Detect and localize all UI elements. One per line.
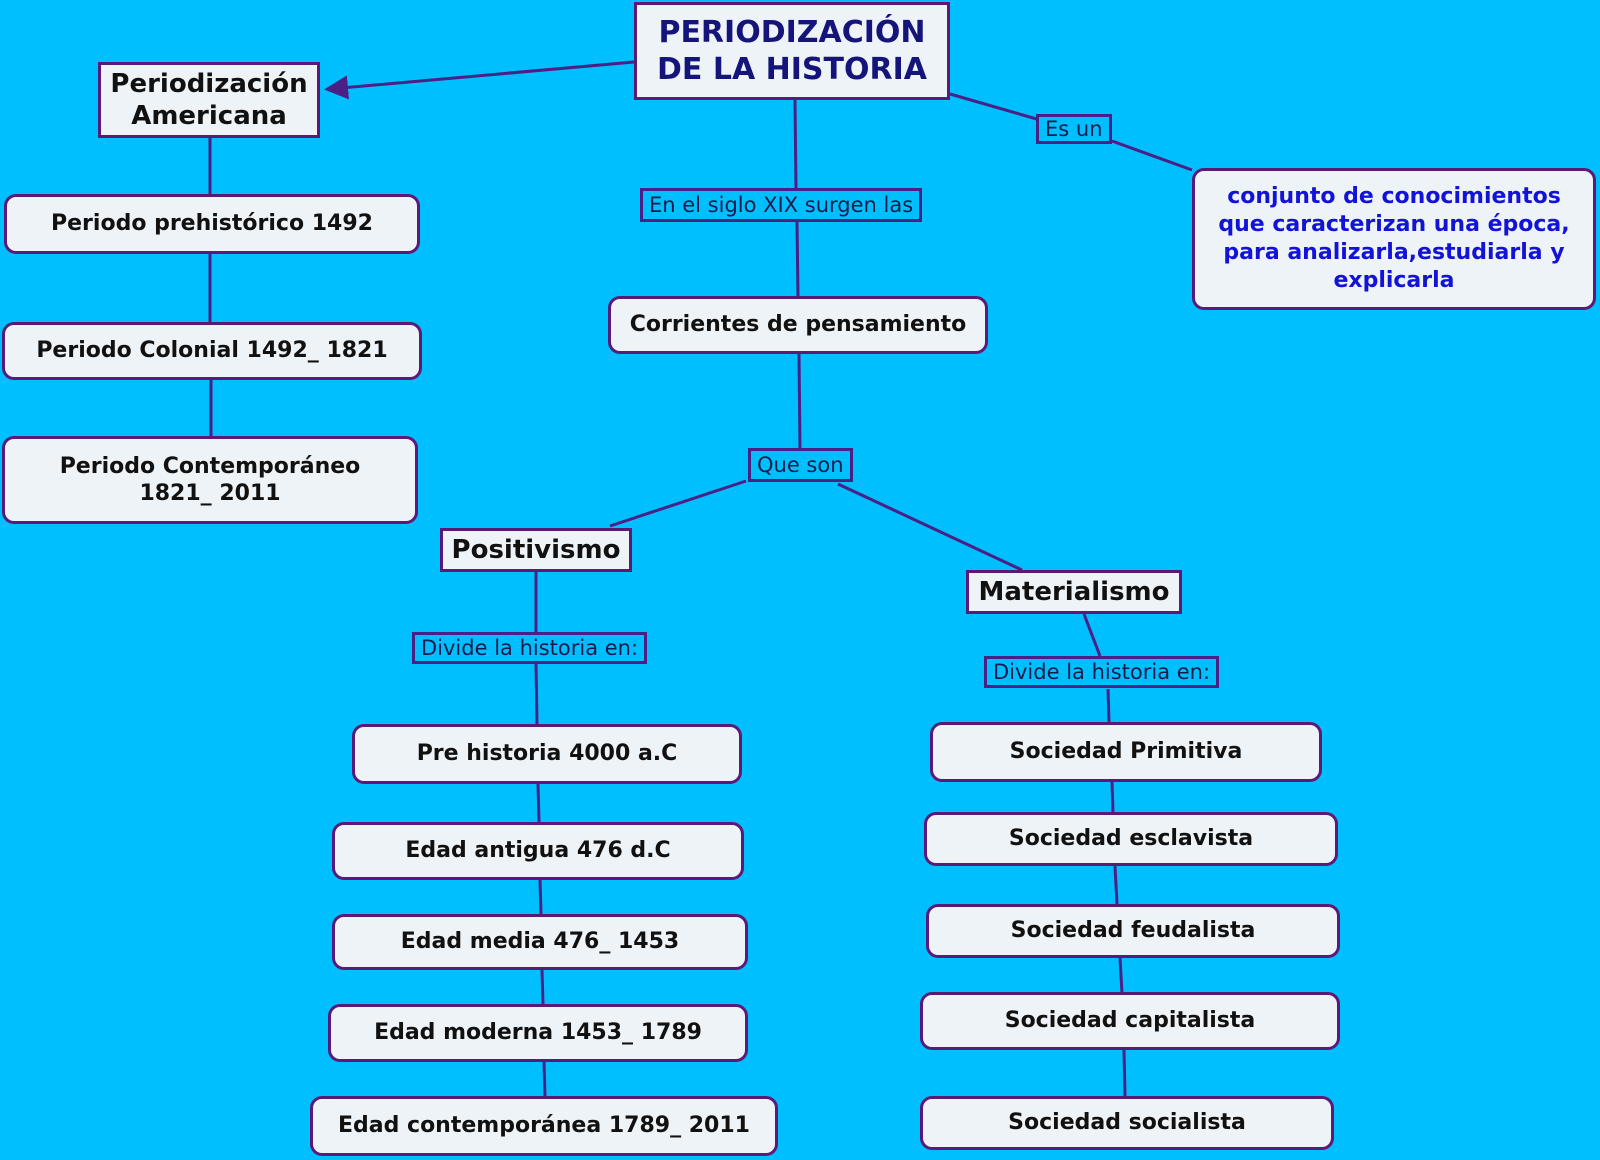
connector-mat-3 — [1118, 957, 1124, 994]
connector-pos-3 — [540, 969, 545, 1006]
title-node: PERIODIZACIÓN DE LA HISTORIA — [634, 2, 950, 100]
positivismo-item-text: Edad media 476_ 1453 — [400, 929, 680, 955]
connector-corrientes-queson — [797, 353, 802, 450]
connector-eslink-definition — [1111, 139, 1193, 172]
materialismo-head-text: Materialismo — [978, 576, 1170, 607]
materialismo-item-node: Sociedad Primitiva — [930, 722, 1322, 782]
materialismo-item-node: Sociedad socialista — [920, 1096, 1334, 1150]
materialismo-item-text: Sociedad Primitiva — [1009, 739, 1243, 765]
definition-text: conjunto de conocimientos que caracteriz… — [1218, 184, 1570, 293]
connector-pos-4 — [542, 1060, 547, 1098]
americana-head-text: Periodización Americana — [110, 68, 308, 132]
definition-node: conjunto de conocimientos que caracteriz… — [1192, 168, 1596, 310]
materialismo-item-text: Sociedad socialista — [1008, 1110, 1246, 1136]
connector-pos-link-item — [534, 662, 539, 725]
americana-head-node: Periodización Americana — [98, 62, 320, 138]
materialismo-item-text: Sociedad esclavista — [1008, 826, 1254, 852]
positivismo-item-text: Pre historia 4000 a.C — [416, 741, 678, 767]
title-text: PERIODIZACIÓN DE LA HISTORIA — [657, 14, 927, 88]
connector-mat-4 — [1122, 1049, 1127, 1097]
connector-pos-1 — [536, 783, 541, 823]
link-label-divide-positivismo: Divide la historia en: — [412, 632, 648, 664]
connector-mat-1 — [1110, 781, 1115, 814]
positivismo-item-text: Edad antigua 476 d.C — [405, 838, 671, 864]
connector-pos-2 — [538, 878, 543, 915]
connector-title-americana — [324, 60, 635, 100]
connector-link1-corrientes — [795, 221, 800, 297]
corrientes-node: Corrientes de pensamiento — [608, 296, 988, 354]
materialismo-head-node: Materialismo — [966, 570, 1182, 614]
americana-item-node: Periodo Colonial 1492_ 1821 — [2, 322, 422, 380]
materialismo-item-text: Sociedad capitalista — [1004, 1008, 1256, 1034]
positivismo-head-text: Positivismo — [451, 534, 621, 565]
materialismo-item-text: Sociedad feudalista — [1010, 918, 1256, 944]
link-label-es-un: Es un — [1036, 114, 1112, 144]
connector-title-link1 — [793, 99, 798, 189]
materialismo-item-node: Sociedad capitalista — [920, 992, 1340, 1050]
materialismo-item-node: Sociedad feudalista — [926, 904, 1340, 958]
americana-item-node: Periodo prehistórico 1492 — [4, 194, 420, 254]
positivismo-item-node: Pre historia 4000 a.C — [352, 724, 742, 784]
connector-queson-positivismo — [609, 479, 747, 528]
americana-item-text: Periodo prehistórico 1492 — [51, 211, 373, 237]
positivismo-item-node: Edad contemporánea 1789_ 2011 — [310, 1096, 778, 1156]
link-label-divide-materialismo: Divide la historia en: — [984, 656, 1220, 688]
positivismo-item-node: Edad moderna 1453_ 1789 — [328, 1004, 748, 1062]
positivismo-item-node: Edad media 476_ 1453 — [332, 914, 748, 970]
americana-item-text: Periodo Colonial 1492_ 1821 — [36, 338, 388, 364]
link-label-que-son: Que son — [748, 448, 853, 482]
connector-queson-materialismo — [837, 482, 1023, 572]
positivismo-item-node: Edad antigua 476 d.C — [332, 822, 744, 880]
corrientes-text: Corrientes de pensamiento — [629, 312, 967, 338]
positivismo-item-text: Edad contemporánea 1789_ 2011 — [338, 1113, 750, 1139]
positivismo-item-text: Edad moderna 1453_ 1789 — [374, 1020, 702, 1046]
connector-mat-link-item — [1106, 688, 1111, 723]
americana-item-node: Periodo Contemporáneo 1821_ 2011 — [2, 436, 418, 524]
materialismo-item-node: Sociedad esclavista — [924, 812, 1338, 866]
positivismo-head-node: Positivismo — [440, 528, 632, 572]
connector-mat-link — [1082, 613, 1102, 657]
link-label-siglo-xix: En el siglo XIX surgen las — [640, 188, 923, 222]
americana-item-text: Periodo Contemporáneo 1821_ 2011 — [59, 453, 361, 507]
connector-mat-2 — [1113, 865, 1119, 905]
connector-title-eslink — [949, 92, 1041, 122]
